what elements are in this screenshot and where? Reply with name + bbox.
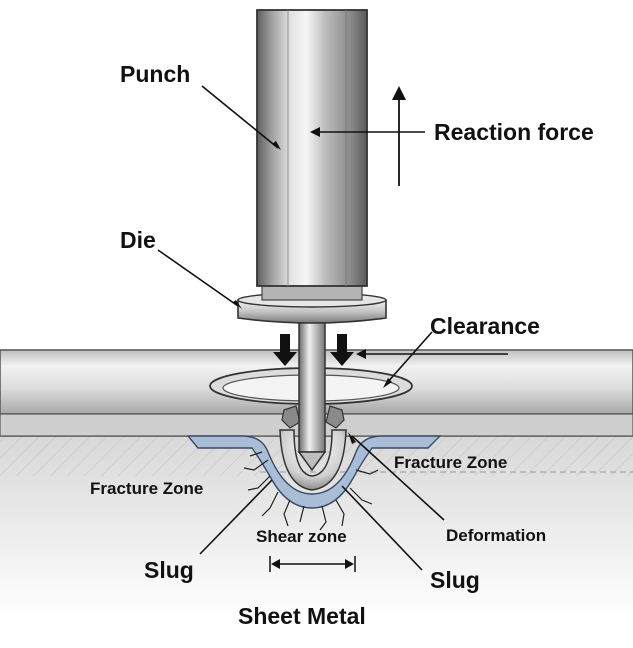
- label-shear-zone: Shear zone: [256, 527, 347, 546]
- label-reaction-force: Reaction force: [434, 119, 594, 145]
- punch-stem: [297, 317, 327, 472]
- slug-cup: [279, 405, 347, 491]
- crack-lines: [243, 451, 379, 531]
- label-punch: Punch: [120, 61, 190, 87]
- label-slug-left: Slug: [144, 557, 194, 583]
- leader-lines: [157, 85, 508, 572]
- label-slug-right: Slug: [430, 567, 480, 593]
- label-deformation: Deformation: [446, 526, 546, 545]
- label-sheet-metal: Sheet Metal: [238, 603, 366, 629]
- punch-cylinder: [256, 9, 368, 287]
- label-fracture-zone-right: Fracture Zone: [394, 453, 507, 472]
- deformation-layer: [186, 435, 442, 509]
- reaction-force-arrow: [392, 86, 406, 186]
- force-arrows-down: [273, 334, 354, 366]
- label-die: Die: [120, 227, 156, 253]
- die-flange: [237, 283, 387, 324]
- label-clearance: Clearance: [430, 313, 540, 339]
- label-fracture-zone-left: Fracture Zone: [90, 479, 203, 498]
